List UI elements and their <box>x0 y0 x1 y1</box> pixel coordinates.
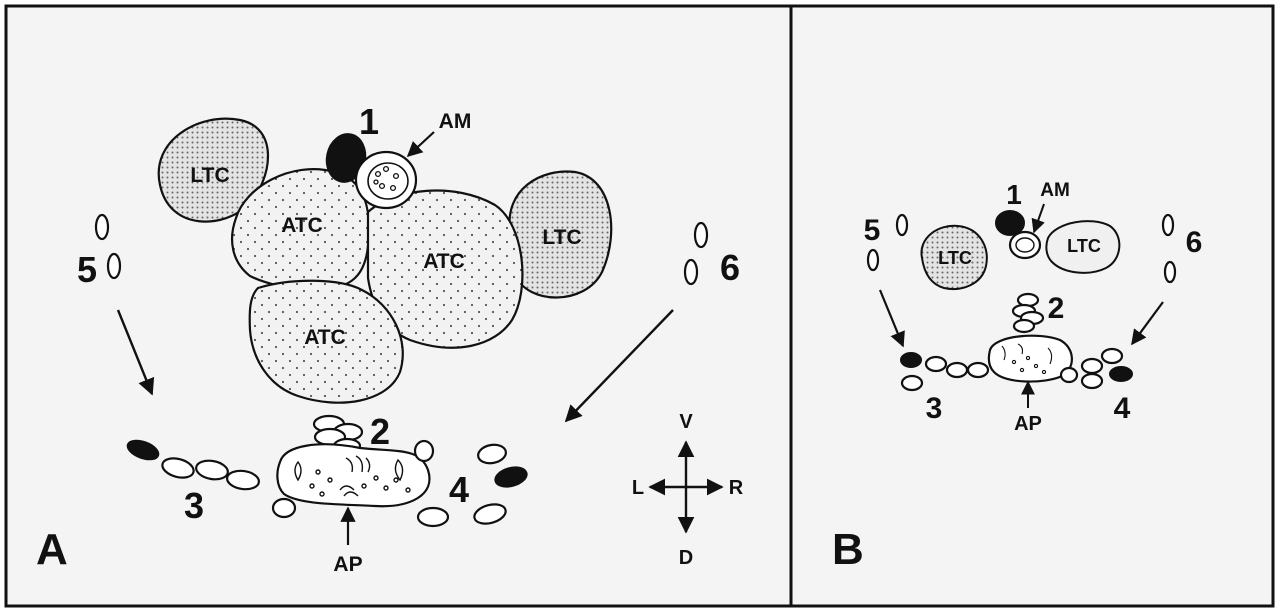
label-atc-lower: ATC <box>304 326 346 349</box>
b-ltc-cell-right <box>1045 220 1121 274</box>
cell-6b <box>683 258 699 286</box>
cell-5b <box>106 252 122 280</box>
atc-cell-upper-left <box>230 168 371 292</box>
ap-cell <box>276 443 431 508</box>
cell-4c <box>416 506 450 528</box>
arrow-6-to-4 <box>564 309 674 423</box>
cell-3b <box>195 459 229 481</box>
b-cell-3-black <box>900 352 922 368</box>
b-arrow-6-to-4 <box>1131 301 1164 346</box>
b-cell-3c <box>966 361 990 379</box>
cell-3c <box>226 469 260 491</box>
b-cell-3a <box>924 355 948 373</box>
b-label-ap: AP <box>1014 413 1042 435</box>
b-ap-cell <box>987 334 1073 383</box>
b-cell-5a <box>895 213 909 237</box>
label-2: 2 <box>370 411 390 452</box>
label-1: 1 <box>359 101 379 142</box>
compass-l: L <box>632 477 644 499</box>
b-label-1: 1 <box>1006 179 1022 210</box>
b-cell-4-black <box>1109 366 1133 382</box>
label-6: 6 <box>720 247 740 288</box>
b-label-ltc-right: LTC <box>1067 236 1101 256</box>
cell-4a <box>413 439 435 463</box>
b-cell-2d <box>1012 318 1036 334</box>
compass-r: R <box>729 477 744 499</box>
panel-b-letter: B <box>832 525 864 574</box>
b-cell-3d <box>900 374 924 392</box>
cell-4-black <box>494 466 528 488</box>
b-cell-6b <box>1163 260 1177 284</box>
panel-a-letter: A <box>36 525 68 574</box>
b-label-2: 2 <box>1048 292 1065 325</box>
label-4: 4 <box>449 469 469 510</box>
compass <box>648 440 724 534</box>
ltc-cell-left <box>157 117 270 223</box>
b-cell-1-black <box>995 210 1025 236</box>
am-cell-inner <box>367 162 409 200</box>
label-3: 3 <box>184 485 204 526</box>
panel-b: LTC LTC AM AP 1 2 3 4 5 6 B <box>832 179 1202 574</box>
cell-6a <box>693 221 709 249</box>
b-cell-6a <box>1161 213 1175 237</box>
b-cell-4b <box>1080 357 1104 375</box>
b-label-ltc-left: LTC <box>938 248 972 268</box>
label-ltc-left: LTC <box>190 164 229 187</box>
b-am-cell-outer <box>1008 230 1042 260</box>
cell-3a <box>161 457 195 479</box>
label-am: AM <box>439 110 472 133</box>
am-organelles <box>373 165 400 192</box>
compass-d: D <box>679 547 693 569</box>
panel-a: LTC LTC ATC ATC ATC AM AP 1 2 3 4 5 6 V … <box>36 101 744 576</box>
cell-3d <box>271 497 297 519</box>
b-arrow-5-to-3 <box>878 289 905 348</box>
atc-cell-lower <box>248 279 404 404</box>
b-ltc-cell-left <box>920 224 988 290</box>
b-label-am: AM <box>1040 180 1070 201</box>
b-cell-3b <box>945 361 969 379</box>
ap-organelles <box>294 455 411 497</box>
cell-3-black <box>126 439 160 461</box>
label-atc-upper-left: ATC <box>281 214 323 237</box>
label-5: 5 <box>77 249 97 290</box>
b-label-4: 4 <box>1114 392 1131 425</box>
label-atc-right: ATC <box>423 250 465 273</box>
cell-4d <box>473 503 507 525</box>
b-ap-organelles <box>1001 343 1053 375</box>
arrow-5-to-3 <box>116 309 155 396</box>
b-am-pointer <box>1031 203 1045 234</box>
am-pointer <box>406 131 435 158</box>
b-cell-4c <box>1100 347 1124 365</box>
cell-5a <box>94 213 110 241</box>
b-am-cell-inner <box>1015 237 1035 253</box>
compass-v: V <box>679 411 693 433</box>
b-cell-4d <box>1080 372 1104 390</box>
b-label-3: 3 <box>926 392 943 425</box>
b-cell-5b <box>866 248 880 272</box>
cell-4b <box>477 443 507 465</box>
label-ap: AP <box>333 553 362 576</box>
b-label-5: 5 <box>864 214 881 247</box>
b-label-6: 6 <box>1186 226 1203 259</box>
b-cell-4a <box>1059 366 1079 384</box>
label-ltc-right: LTC <box>542 226 581 249</box>
